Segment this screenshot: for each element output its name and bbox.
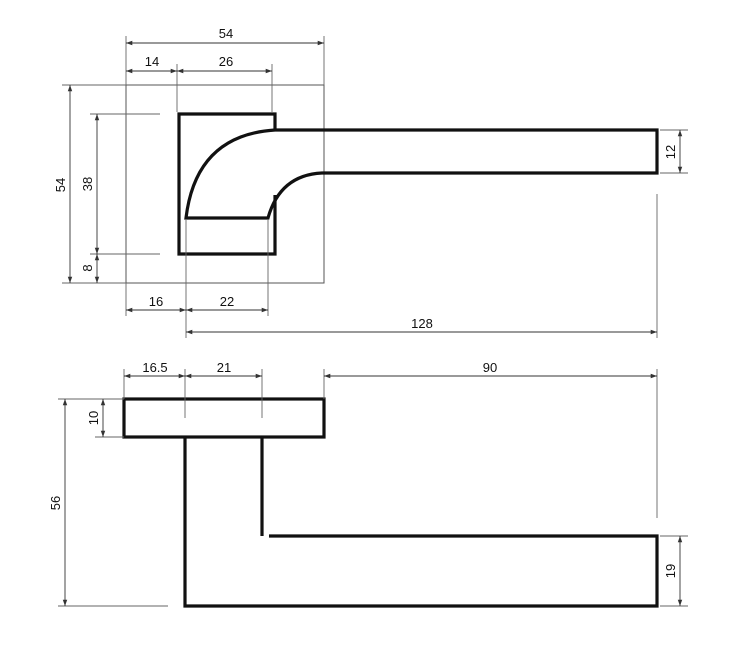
lever-outline: [184, 128, 659, 220]
dim-height-bottom: 8: [80, 264, 95, 271]
rose-plate: [177, 112, 277, 256]
dim-side-left: 16.5: [142, 360, 167, 375]
dim-side-mid: 21: [217, 360, 231, 375]
dim-side-rose-thickness: 10: [86, 411, 101, 425]
top-dimensions: 54 14 26: [125, 26, 325, 112]
dim-bottom-left: 16: [149, 294, 163, 309]
dim-height-rose: 38: [80, 177, 95, 191]
side-dimensions: 16.5 21 90 10 56 19: [48, 360, 688, 607]
lever-thickness-dimension: 12: [660, 129, 688, 174]
rose-square-outline: [125, 84, 325, 284]
dim-side-grip: 19: [663, 564, 678, 578]
left-dimensions-top: 54 38 8: [53, 84, 160, 284]
side-lever-outline: [183, 437, 659, 608]
dim-top-rose: 26: [219, 54, 233, 69]
bottom-dimensions-top: 16 22 128: [125, 194, 658, 338]
dim-side-height: 56: [48, 496, 63, 510]
dim-side-lever: 90: [483, 360, 497, 375]
dim-top-width: 54: [219, 26, 233, 41]
dim-lever-thickness: 12: [663, 145, 678, 159]
top-view: [125, 84, 659, 284]
dim-height-total: 54: [53, 178, 68, 192]
dim-top-left: 14: [145, 54, 159, 69]
side-view: [122, 397, 659, 608]
dim-lever-length: 128: [411, 316, 433, 331]
side-rose-plate: [122, 397, 326, 439]
dim-bottom-mid: 22: [220, 294, 234, 309]
